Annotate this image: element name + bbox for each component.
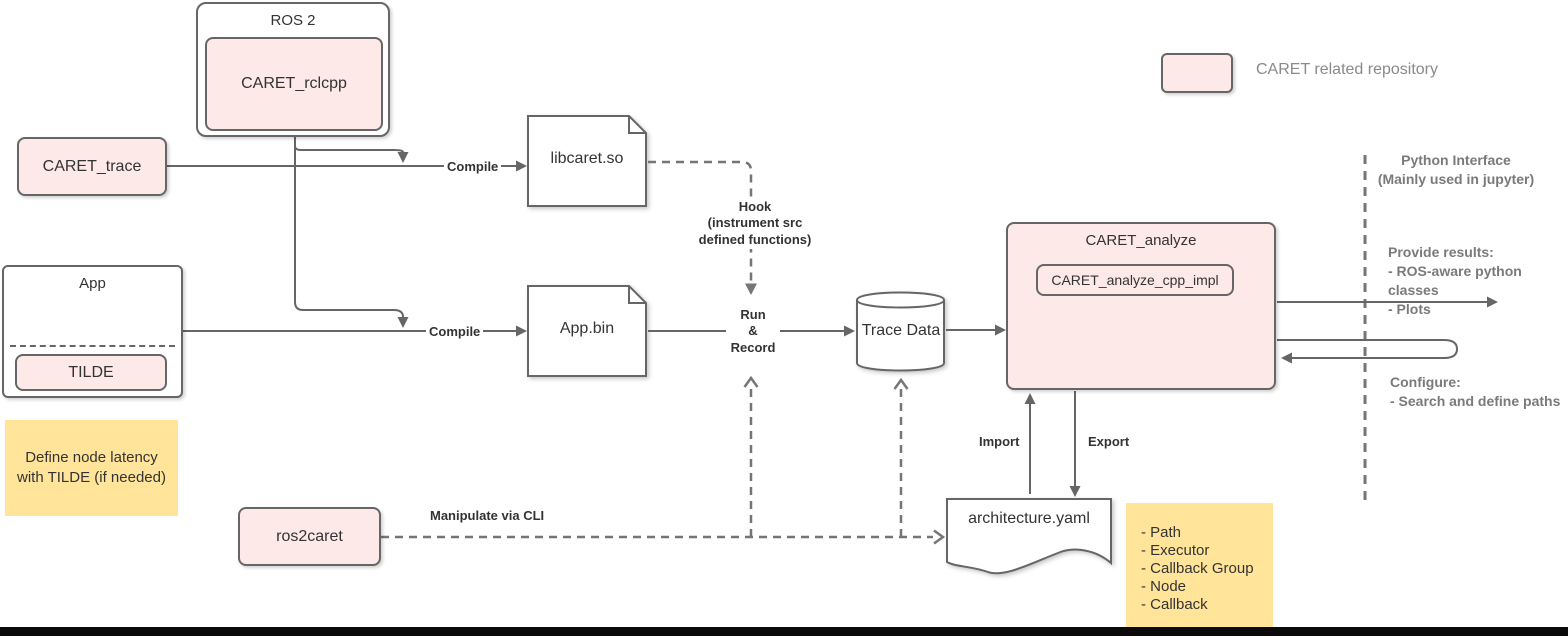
app-box: App TILDE [2,265,183,398]
appbin-label: App.bin [559,320,615,337]
libcaret-document-shape [527,115,647,207]
legend-swatch [1161,53,1233,93]
trace-data-cylinder-shape [856,291,945,372]
bottom-black-bar [0,627,1568,636]
ros2caret-box: ros2caret [238,507,381,566]
caret-trace-box: CARET_trace [17,137,167,196]
ros2-label: ROS 2 [270,12,316,29]
architecture-yaml-document-shape [946,498,1112,575]
python-interface-annotation: Python Interface (Mainly used in jupyter… [1377,152,1535,187]
caret-analyze-box: CARET_analyze CARET_analyze_cpp_impl [1006,222,1276,390]
tilde-label: TILDE [68,363,114,381]
caret-analyze-cpp-impl-box: CARET_analyze_cpp_impl [1036,264,1234,296]
appbin-document-shape [527,285,647,377]
tilde-box: TILDE [15,354,167,391]
export-label: Export [1085,433,1133,452]
app-tilde-separator [10,345,175,347]
dashed-arrows [381,160,946,545]
configure-annotation: Configure: - Search and define paths [1390,374,1561,409]
manipulate-cli-label: Manipulate via CLI [427,507,548,526]
architecture-items-note: - Path - Executor - Callback Group - Nod… [1126,503,1273,632]
caret-rclcpp-box: CARET_rclcpp [205,37,383,131]
ros2caret-label: ros2caret [276,527,343,545]
compile-bottom-label: Compile [426,323,484,342]
import-label: Import [976,433,1023,452]
architecture-yaml-label: architecture.yaml [968,510,1090,527]
compile-top-label: Compile [444,158,502,177]
tilde-note: Define node latency with TILDE (if neede… [5,420,178,516]
hook-label: Hook (instrument src defined functions) [693,198,817,249]
legend-label: CARET related repository [1256,61,1438,78]
libcaret-label: libcaret.so [550,150,624,167]
provide-results-annotation: Provide results: - ROS-aware python clas… [1388,244,1522,317]
run-record-label: Run & Record [726,306,780,357]
app-label: App [79,275,106,292]
trace-data-label: Trace Data [861,322,941,339]
caret-rclcpp-label: CARET_rclcpp [241,75,347,92]
caret-trace-label: CARET_trace [42,157,142,175]
caret-analyze-label: CARET_analyze [1085,232,1197,249]
ros2-box: ROS 2 CARET_rclcpp [196,2,390,137]
solid-arrows [167,135,1498,497]
caret-analyze-cpp-impl-label: CARET_analyze_cpp_impl [1051,272,1219,288]
